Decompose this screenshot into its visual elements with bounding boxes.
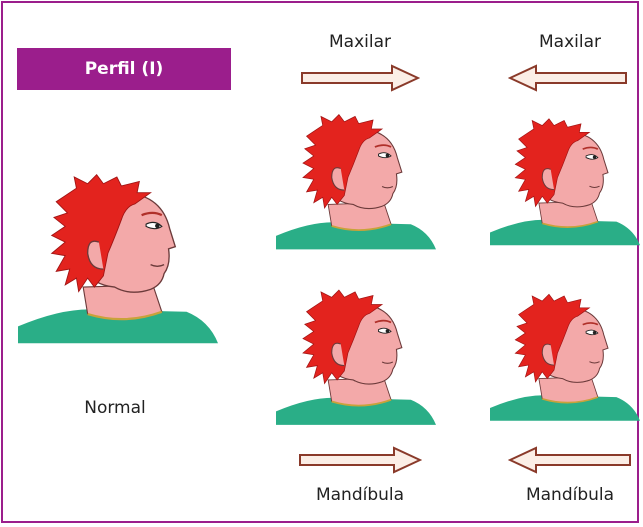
normal-label: Normal bbox=[40, 398, 190, 418]
maxilar-backward-illustration bbox=[490, 98, 640, 266]
right-arrow-icon bbox=[298, 446, 422, 474]
left-arrow-icon bbox=[508, 446, 632, 474]
maxilar-forward-label: Maxilar bbox=[300, 32, 420, 52]
left-arrow-icon bbox=[508, 64, 628, 92]
profile-title: Perfil (I) bbox=[85, 59, 164, 79]
maxilar-backward-label: Maxilar bbox=[510, 32, 630, 52]
maxilar-forward-illustration bbox=[276, 98, 436, 266]
mandibula-forward-label: Mandíbula bbox=[290, 485, 430, 505]
normal-profile-illustration bbox=[18, 148, 218, 370]
mandibula-backward-illustration bbox=[490, 275, 640, 440]
mandibula-backward-label: Mandíbula bbox=[500, 485, 640, 505]
right-arrow-icon bbox=[300, 64, 420, 92]
profile-title-badge: Perfil (I) bbox=[17, 48, 231, 90]
mandibula-forward-illustration bbox=[276, 275, 436, 440]
